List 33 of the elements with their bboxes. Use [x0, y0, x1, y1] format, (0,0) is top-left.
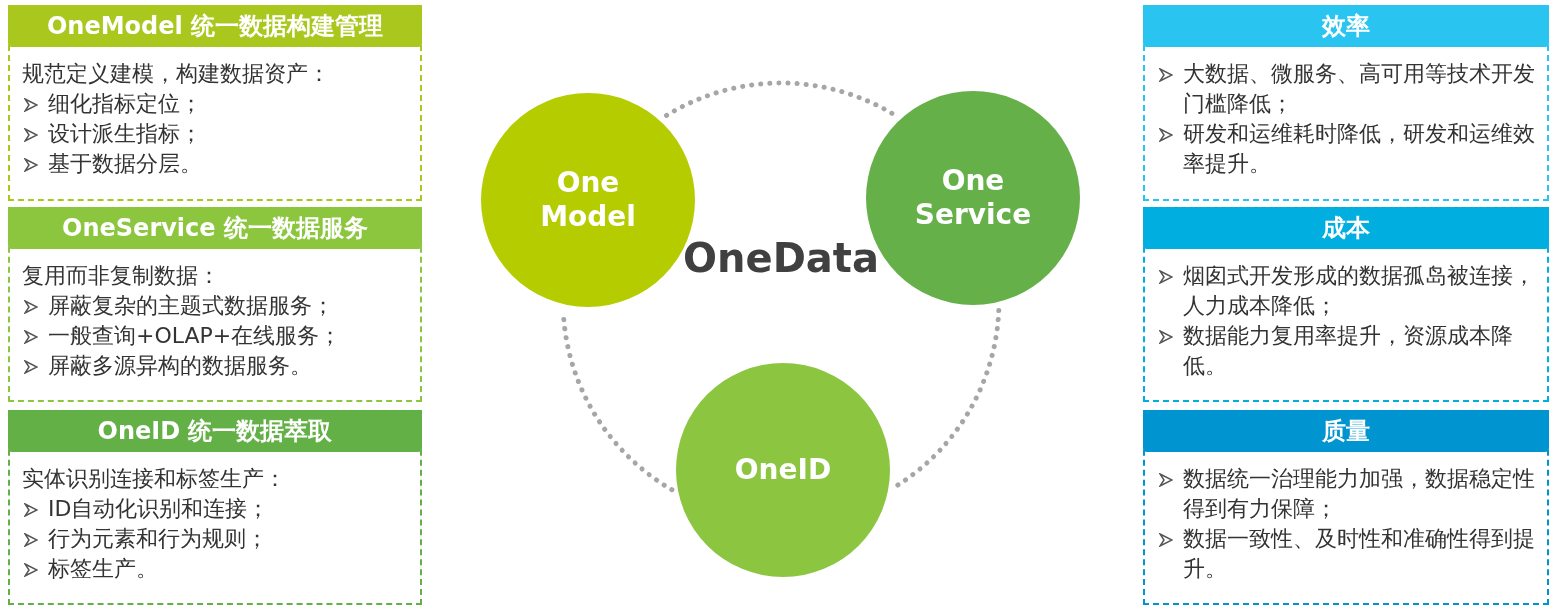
panel-header: OneID 统一数据萃取 — [8, 410, 422, 452]
panel-header: OneService 统一数据服务 — [8, 207, 422, 249]
panel-card — [1143, 207, 1549, 402]
bullet-text: 行为元素和行为规则； — [48, 525, 268, 553]
bullet-text: 数据能力复用率提升，资源成本降低。 — [1183, 322, 1514, 380]
panel-card — [1143, 410, 1549, 605]
bullet-text: 屏蔽多源异构的数据服务。 — [48, 352, 312, 380]
panel-card — [8, 207, 422, 402]
intro-text: 复用而非复制数据： — [22, 262, 221, 290]
intro-text: 实体识别连接和标签生产： — [22, 465, 287, 493]
bullet-text: 大数据、微服务、高可用等技术开发门槛降低； — [1183, 60, 1536, 118]
dotted-arc — [664, 80, 897, 118]
dotted-arc — [892, 308, 1002, 490]
panel-header: 质量 — [1143, 410, 1549, 452]
bullet-text: 标签生产。 — [48, 555, 158, 583]
bullet-text: 基于数据分层。 — [48, 150, 202, 178]
bullet-text: 细化指标定位； — [48, 90, 202, 118]
panel-header: 成本 — [1143, 207, 1549, 249]
bullet-text: 数据统一治理能力加强，数据稳定性得到有力保障； — [1183, 465, 1536, 523]
bullet-text: 一般查询+OLAP+在线服务； — [48, 322, 342, 350]
bullet-text: 屏蔽复杂的主题式数据服务； — [48, 292, 334, 320]
panel-card — [1143, 5, 1549, 201]
circle-node: OneID — [676, 363, 890, 577]
panel-header: 效率 — [1143, 5, 1549, 47]
bullet-text: 烟囱式开发形成的数据孤岛被连接，人力成本降低； — [1183, 262, 1536, 320]
panel-card — [8, 5, 422, 201]
intro-text: 规范定义建模，构建数据资产： — [22, 60, 331, 88]
panel-card — [8, 410, 422, 605]
bullet-text: ID自动化识别和连接； — [48, 495, 270, 523]
bullet-text: 数据一致性、及时性和准确性得到提升。 — [1183, 525, 1536, 583]
panel-header: OneModel 统一数据构建管理 — [8, 5, 422, 47]
bullet-text: 研发和运维耗时降低，研发和运维效率提升。 — [1183, 120, 1536, 178]
bullet-text: 设计派生指标； — [48, 120, 202, 148]
